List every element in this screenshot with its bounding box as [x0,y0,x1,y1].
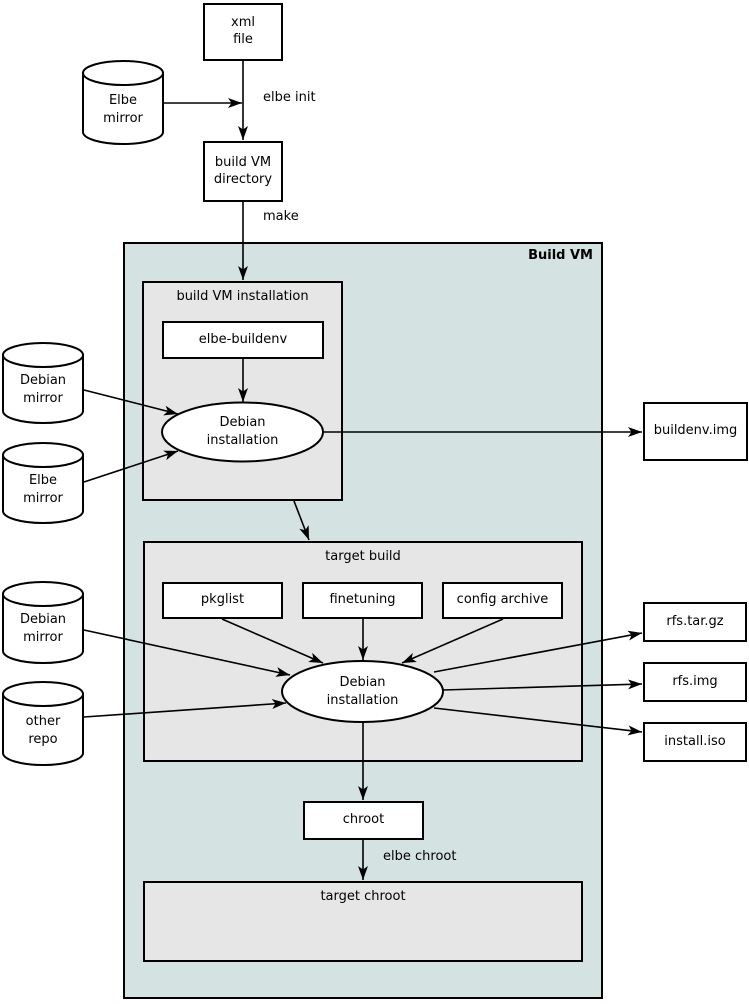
elbe-mirror-mid-label: Elbe mirror [23,473,63,506]
elbe-mirror-top-label: Elbe mirror [103,93,143,126]
elbe-mirror-mid-cylinder-top [2,442,84,468]
edge-pkglist-to-debianinst2 [221,618,324,664]
elbe-mirror-top-cylinder-top [82,60,164,86]
build-vm-installation-group-title: build VM installation [176,289,309,304]
elbe-buildenv-node: elbe-buildenv [162,321,324,359]
debian-installation-2-label: Debian installation [326,675,399,708]
debian-installation-2-ellipse [281,660,444,723]
debian-mirror-2-label: Debian mirror [19,612,67,645]
edge-otherrepo-to-debianinst2 [83,698,287,718]
rfs-img-node: rfs.img [643,662,747,702]
debian-installation-1-ellipse [161,401,324,463]
xml-file-node: xml file [203,3,283,61]
elbe-chroot-edge-label: elbe chroot [383,849,457,864]
other-repo-cylinder-top [2,681,84,707]
target-chroot-group-title: target chroot [320,889,406,904]
target-build-group-title: target build [325,549,401,564]
finetuning-node: finetuning [302,582,423,619]
rfs-tar-gz-node: rfs.tar.gz [643,602,747,642]
buildenv-img-node: buildenv.img [643,402,748,461]
edge-configarchive-to-debianinst2 [401,618,504,664]
config-archive-node: config archive [442,582,563,619]
elbe-mirror-top-cylinder [82,72,164,145]
debian-mirror-2-cylinder-top [2,581,84,607]
edge-elbemirror2-to-debianinst1 [83,450,179,483]
pkglist-node: pkglist [162,582,283,619]
other-repo-label: other repo [25,714,61,747]
debian-mirror-1-cylinder-top [2,342,84,368]
debian-installation-1-label: Debian installation [206,415,279,448]
build-vm-title: Build VM [528,248,593,263]
elbe-mirror-mid-cylinder [2,454,84,524]
other-repo-cylinder [2,693,84,766]
elbe-init-edge-label: elbe init [263,90,316,105]
install-iso-node: install.iso [643,722,747,762]
build-vm-directory-node: build VM directory [203,141,283,202]
edge-debianinst2-to-rfstargz [433,630,643,673]
make-edge-label: make [263,209,299,224]
edge-debianinst2-to-installiso [433,707,643,736]
edge-debianmirror1-to-debianinst1 [83,389,179,416]
debian-mirror-1-cylinder [2,354,84,424]
debian-mirror-2-cylinder [2,593,84,664]
build-vm-installation-group [142,281,343,501]
edge-debianinst2-to-rfsimg [442,679,643,691]
target-chroot-group [143,881,583,962]
edge-debianmirror2-to-debianinst2 [83,629,291,677]
chroot-node: chroot [303,801,424,840]
edge-installation-to-targetbuild [293,500,310,541]
debian-mirror-1-label: Debian mirror [19,373,67,406]
